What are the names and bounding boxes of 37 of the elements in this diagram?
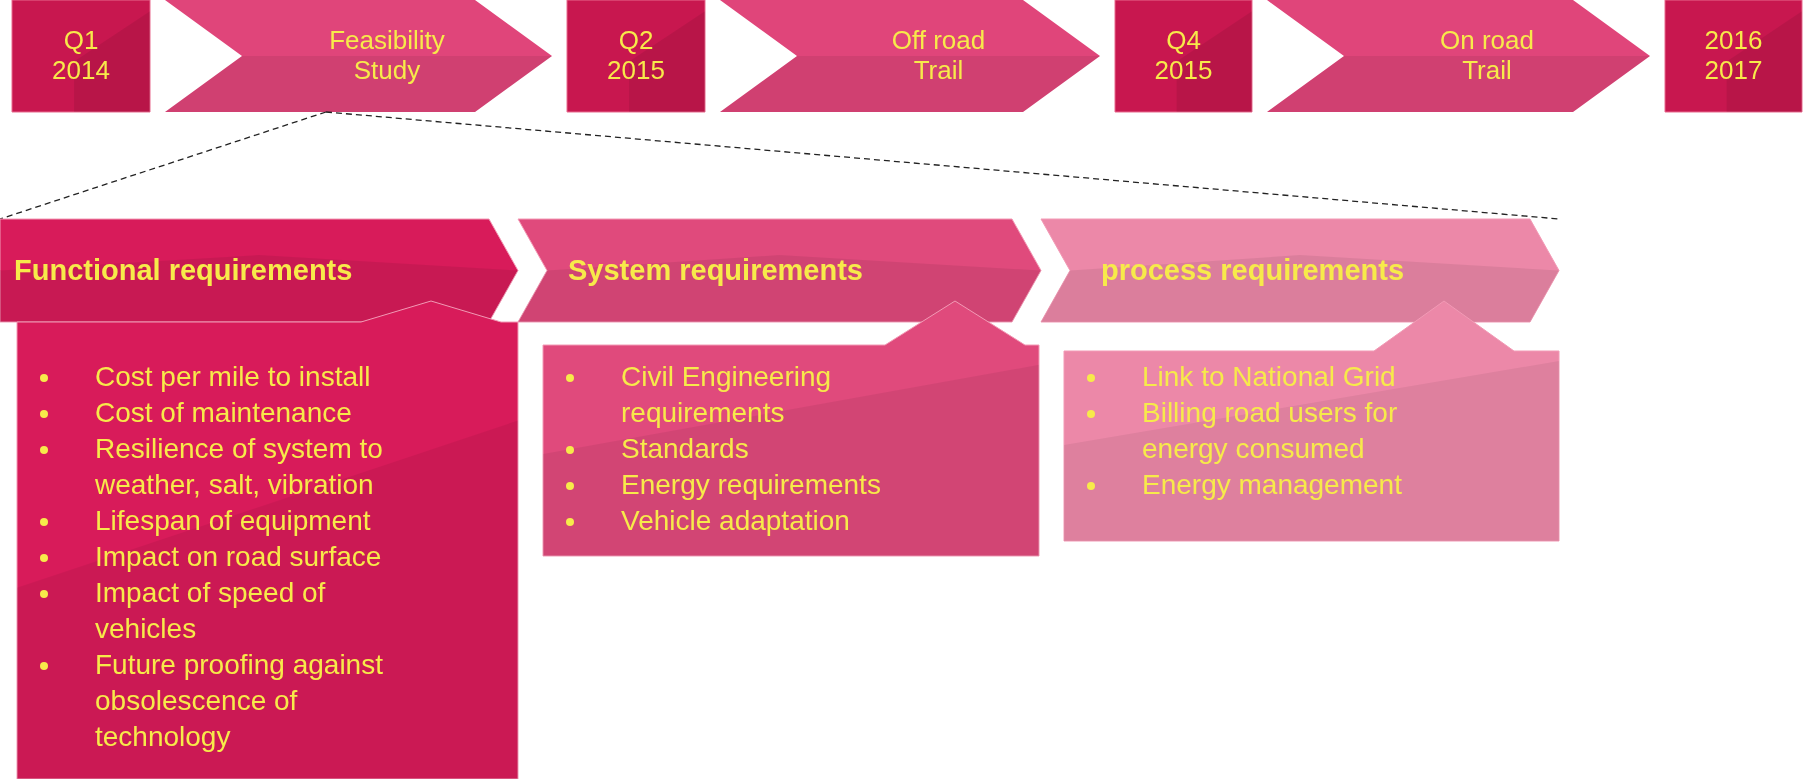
phase-label: Feasibility Study: [328, 26, 446, 86]
bullet-item: Cost per mile to install: [95, 360, 372, 394]
requirements-banner: [0, 219, 518, 322]
bullet-item: Lifespan of equipment: [95, 504, 372, 538]
leader-line: [0, 111, 327, 220]
date-label: Q1 2014: [51, 26, 111, 86]
leader-line: [325, 111, 1560, 220]
requirements-banner: [1041, 219, 1559, 322]
date-label: Q4 2015: [1153, 26, 1214, 86]
bullet-item: Resilience of system to weather, salt, vibration: [95, 432, 384, 502]
bullet-item: Cost of maintenance: [95, 396, 353, 430]
banner-title: System requirements: [568, 254, 863, 287]
bullet-item: Link to National Grid: [1142, 360, 1397, 394]
bullet-item: Future proofing against obsolescence of technology: [95, 648, 384, 754]
bullet-item: Standards: [621, 432, 750, 466]
date-box: [1665, 0, 1802, 112]
chevron-arrow: [165, 0, 552, 112]
banner-title: Functional requirements: [14, 254, 353, 287]
chevron-arrow: [720, 0, 1100, 112]
requirements-card: [17, 301, 518, 779]
bullet-item: Energy requirements: [621, 468, 882, 502]
date-label: Q2 2015: [606, 26, 666, 86]
bullet-item: Civil Engineering requirements: [621, 360, 833, 430]
phase-label: On road Trail: [1439, 26, 1535, 86]
bullet-item: Vehicle adaptation: [621, 504, 851, 538]
phase-label: Off road Trail: [890, 26, 987, 86]
banner-title: process requirements: [1101, 254, 1404, 287]
bullet-item: Billing road users for energy consumed: [1142, 396, 1399, 466]
date-box: [1115, 0, 1252, 112]
date-box: [567, 0, 705, 112]
bullet-item: Impact of speed of vehicles: [95, 576, 327, 646]
bullet-item: Energy management: [1142, 468, 1403, 502]
date-label: 2016 2017: [1703, 26, 1764, 86]
date-box: [12, 0, 150, 112]
bullet-item: Impact on road surface: [95, 540, 383, 574]
requirements-banner: [518, 219, 1041, 322]
chevron-arrow: [1267, 0, 1650, 112]
